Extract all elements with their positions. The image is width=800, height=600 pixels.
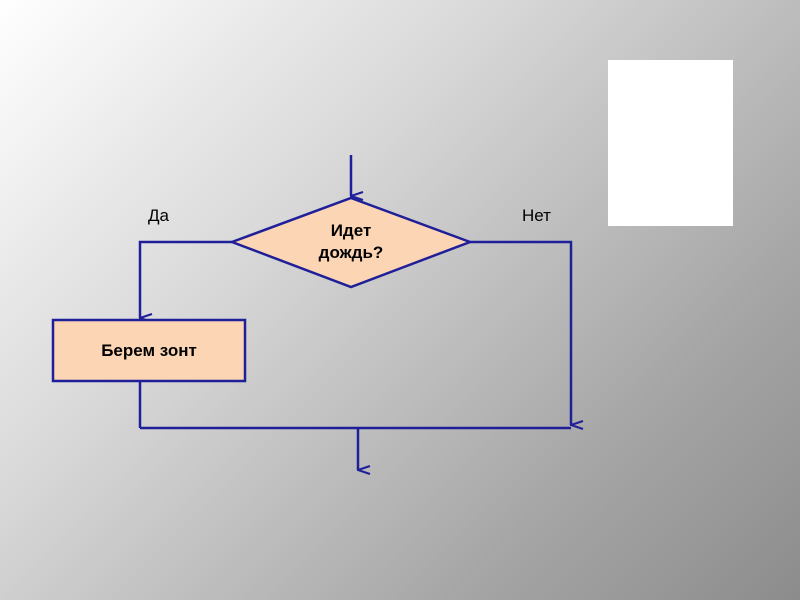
yes-branch-connector — [138, 240, 232, 318]
blank-white-box — [608, 60, 733, 226]
decision-text-line2: дождь? — [319, 243, 384, 262]
yes-label: Да — [148, 206, 170, 225]
decision-diamond — [228, 196, 474, 289]
no-label: Нет — [522, 206, 551, 225]
decision-text-line1: Идет — [331, 221, 372, 240]
no-branch-connector — [470, 240, 571, 425]
action-text: Берем зонт — [101, 341, 197, 360]
action-box — [51, 318, 247, 383]
